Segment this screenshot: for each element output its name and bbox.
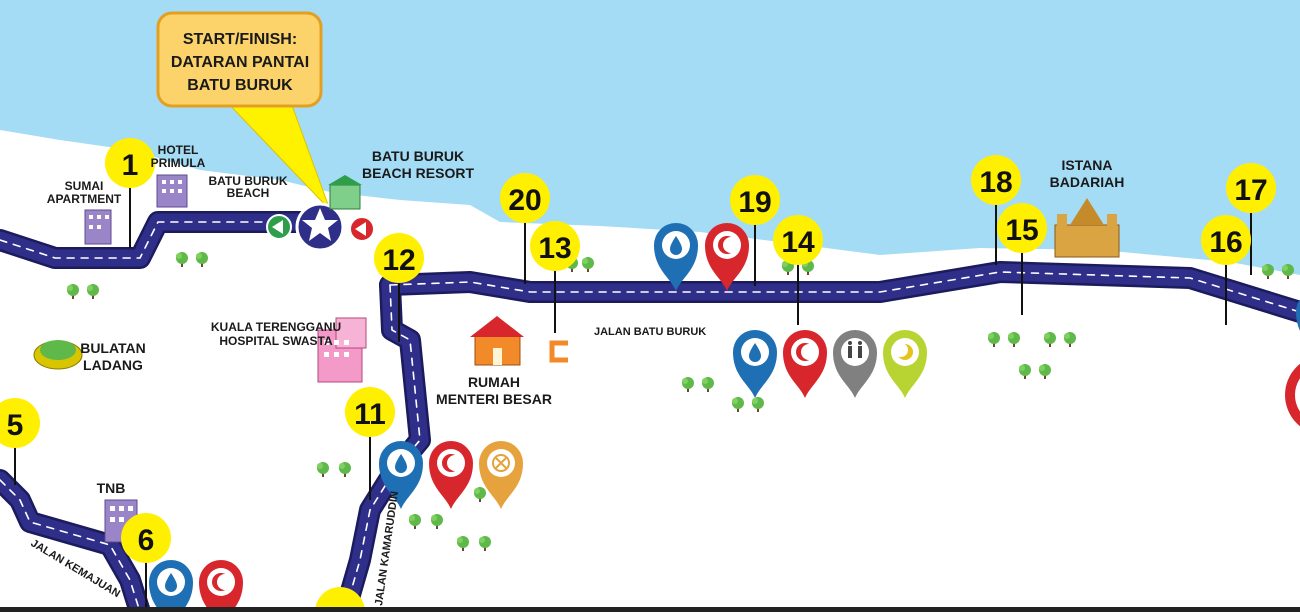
- km-markers: [0, 138, 1276, 612]
- km-marker-13: 13: [538, 232, 571, 265]
- bottom-border: [0, 607, 1300, 612]
- sea-area: [0, 0, 1300, 275]
- pin-medical-3[interactable]: [429, 441, 473, 509]
- shore-patch: [0, 140, 18, 195]
- palace-icon: [1054, 198, 1120, 258]
- start-finish-line1: START/FINISH:: [183, 31, 297, 48]
- marker-stems: [14, 185, 1252, 612]
- pin-water-4[interactable]: [149, 560, 193, 612]
- label-sumai-1: SUMAI: [65, 179, 104, 193]
- km-marker-15: 15: [1005, 214, 1038, 247]
- km-marker-1: 1: [122, 149, 139, 182]
- pin-food[interactable]: [479, 441, 523, 509]
- pin-toilet[interactable]: [833, 330, 877, 398]
- pin-medical-4[interactable]: [199, 560, 243, 612]
- pin-medical-1[interactable]: [705, 223, 749, 291]
- label-hospital-1: KUALA TERENGGANU: [211, 320, 341, 334]
- start-finish-callout: [156, 11, 323, 108]
- km-marker-19: 19: [738, 186, 771, 219]
- label-tnb: TNB: [97, 480, 126, 496]
- house-icon: [470, 316, 524, 366]
- label-hospital-2: HOSPITAL SWASTA: [219, 334, 333, 348]
- km-marker-20: 20: [508, 184, 541, 217]
- pin-water-3[interactable]: [379, 441, 423, 509]
- label-rumah-2: MENTERI BESAR: [436, 391, 552, 407]
- km-marker-5: 5: [7, 409, 24, 442]
- km-marker-11: 11: [354, 398, 386, 431]
- route-road: [0, 211, 1300, 612]
- hotel-building-icon: [156, 174, 188, 208]
- pin-rest[interactable]: [883, 330, 927, 398]
- label-resort-2: BEACH RESORT: [362, 165, 474, 181]
- pin-medical-2[interactable]: [783, 330, 827, 398]
- label-istana-1: ISTANA: [1061, 157, 1112, 173]
- km-marker-18: 18: [979, 166, 1012, 199]
- start-finish-line3: BATU BURUK: [187, 77, 293, 94]
- resort-building-icon: [328, 175, 362, 210]
- pin-medical-partial[interactable]: [1285, 355, 1300, 435]
- apartment-building-icon: [84, 209, 112, 245]
- curve-marker-icon: [549, 340, 568, 363]
- km-marker-6: 6: [138, 524, 155, 557]
- label-bulatan-2: LADANG: [83, 357, 143, 373]
- km-marker-14: 14: [781, 226, 815, 259]
- star-icon: [302, 208, 338, 241]
- label-beach-1: BATU BURUK: [208, 174, 287, 188]
- pin-water-2[interactable]: [733, 330, 777, 398]
- label-istana-2: BADARIAH: [1050, 174, 1125, 190]
- km-marker-16: 16: [1209, 226, 1242, 259]
- pin-water-1[interactable]: [654, 223, 698, 291]
- label-rumah-1: RUMAH: [468, 374, 520, 390]
- km-marker-17: 17: [1234, 174, 1267, 207]
- label-resort-1: BATU BURUK: [372, 148, 464, 164]
- label-beach-2: BEACH: [227, 186, 270, 200]
- roundabout-icon: [33, 340, 83, 370]
- label-hotel-primula-2: PRIMULA: [151, 156, 206, 170]
- label-sumai-2: APARTMENT: [47, 192, 122, 206]
- label-bulatan-1: BULATAN: [80, 340, 146, 356]
- road-name-batu-buruk: JALAN BATU BURUK: [594, 326, 706, 338]
- hospital-building-icon: [317, 317, 367, 383]
- km-marker-12: 12: [382, 244, 415, 277]
- label-hotel-primula-1: HOTEL: [158, 143, 199, 157]
- start-finish-line2: DATARAN PANTAI: [171, 54, 309, 71]
